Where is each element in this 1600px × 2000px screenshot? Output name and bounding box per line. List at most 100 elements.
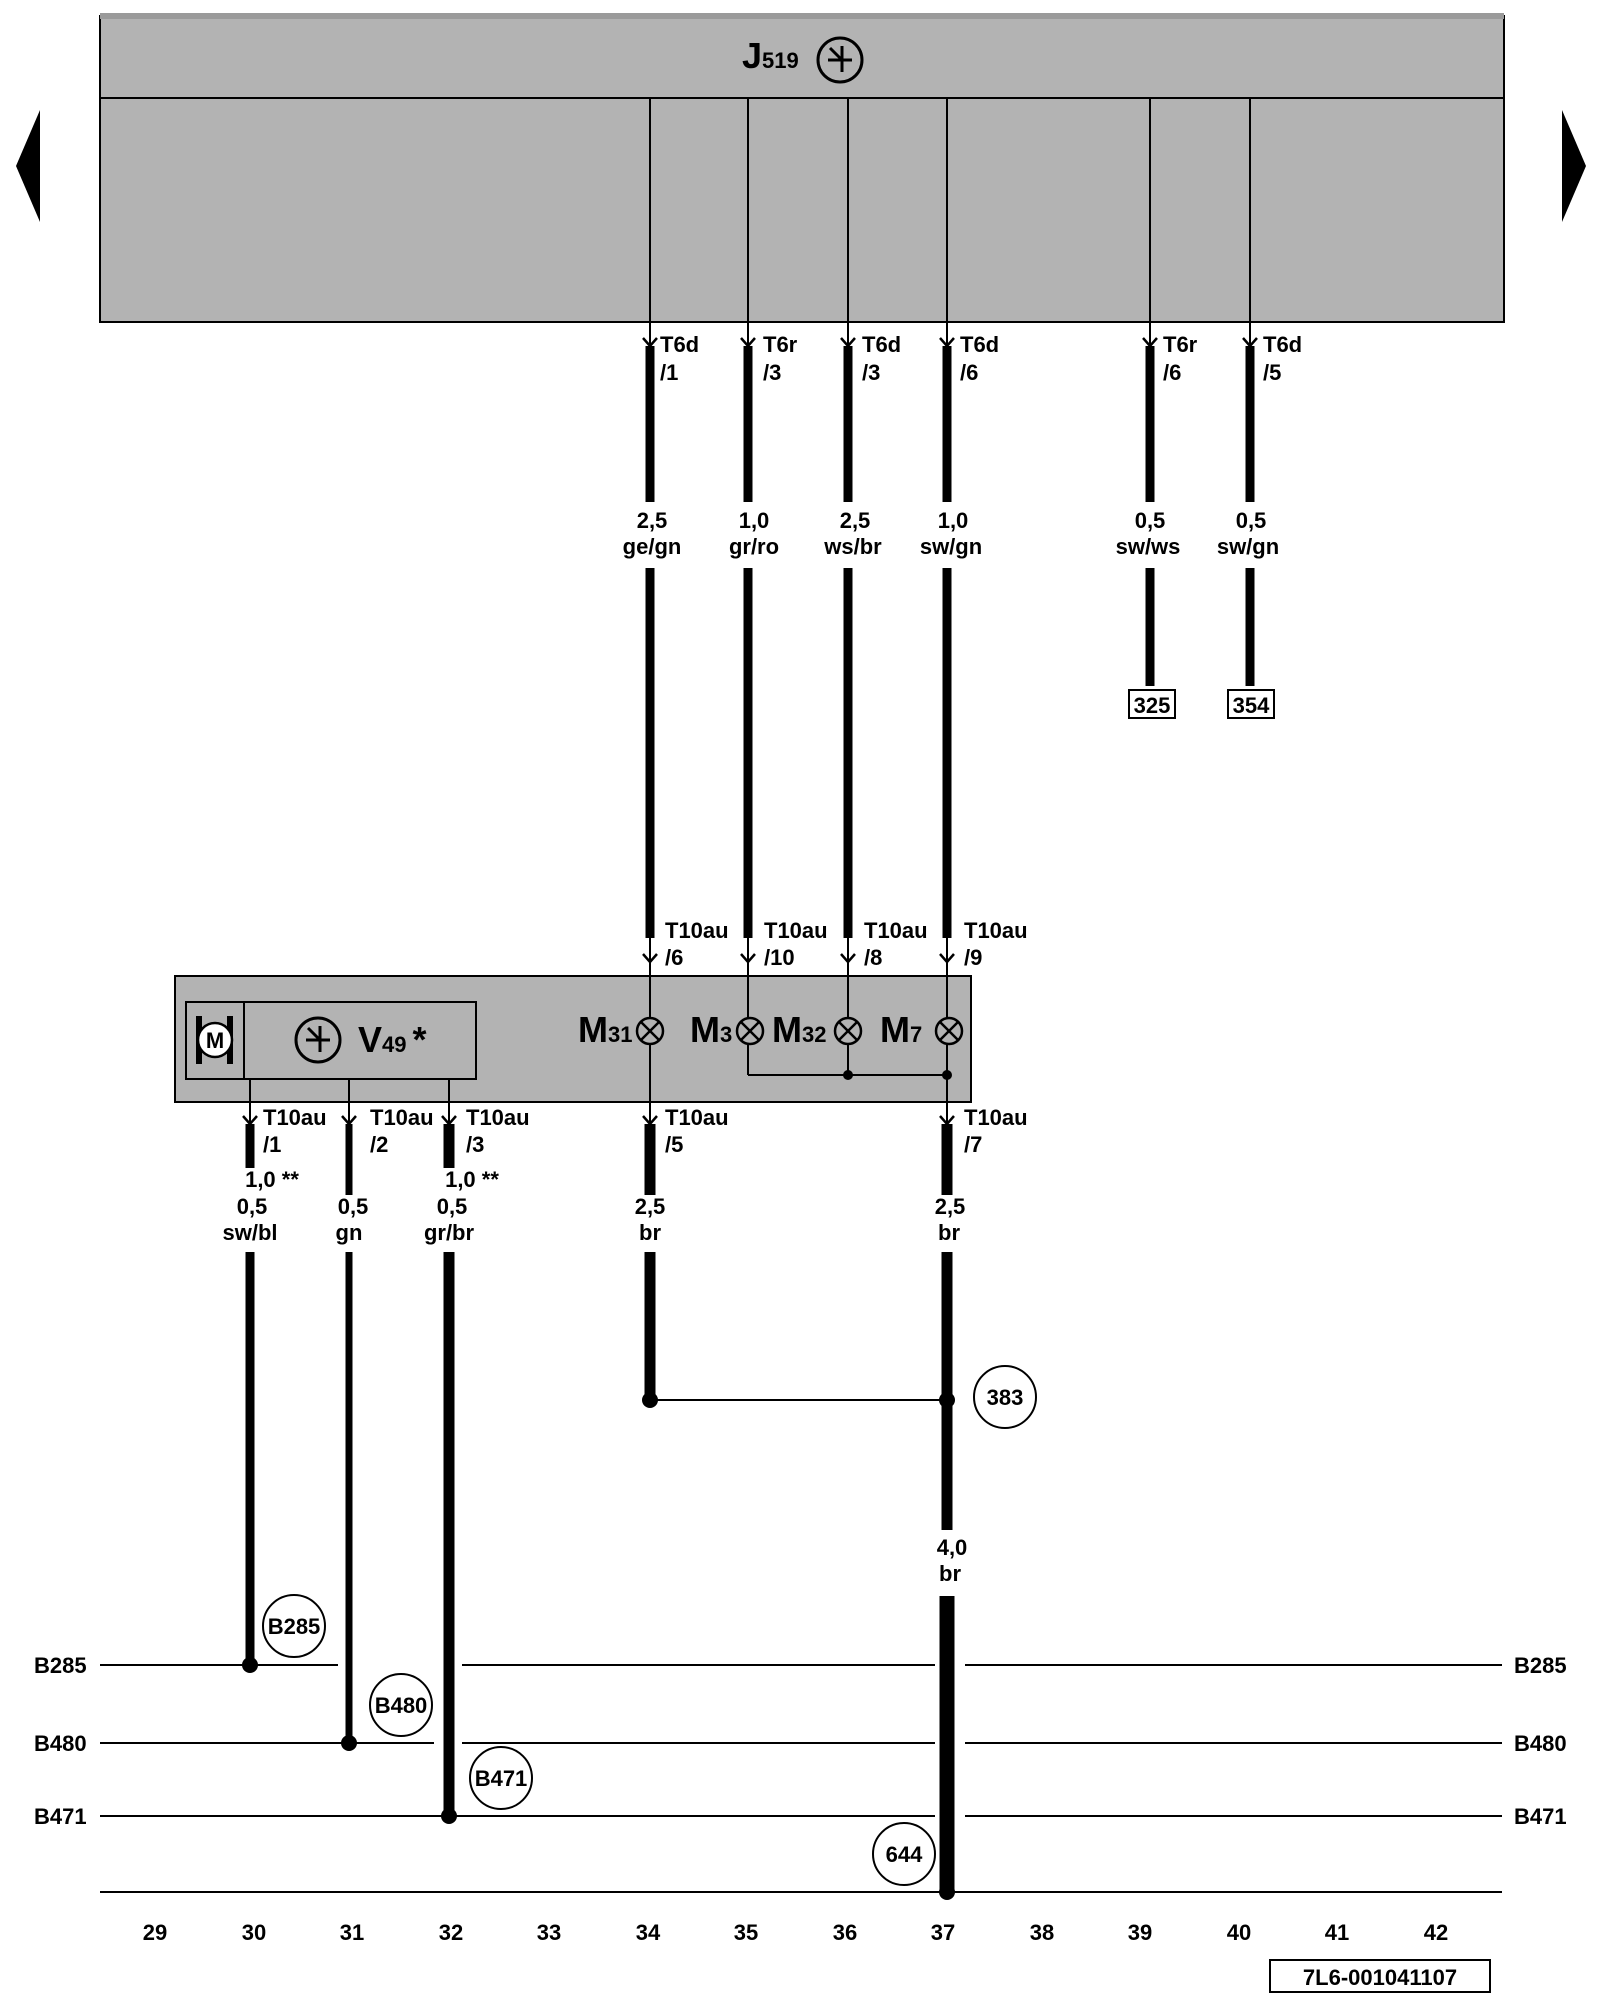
- top-wires: [645, 346, 1255, 938]
- wire-color: br: [639, 1220, 661, 1245]
- bus-lines: [100, 1664, 1502, 1893]
- wire-color: gr/ro: [729, 534, 779, 559]
- column-number: 31: [340, 1920, 364, 1945]
- mid-pin-labels: T10au /6 T10au /10 T10au /8 T10au /9: [665, 918, 1028, 970]
- svg-text:V49*: V49*: [358, 1019, 427, 1060]
- bus-label-right: B480: [1514, 1731, 1567, 1756]
- document-id: 7L6-001041107: [1303, 1965, 1457, 1990]
- bulb-sub: 32: [802, 1022, 826, 1047]
- top-wire-labels: 2,5 ge/gn 1,0 gr/ro 2,5 ws/br 1,0 sw/gn …: [623, 508, 1280, 559]
- wire-size: 2,5: [635, 1194, 666, 1219]
- column-number: 32: [439, 1920, 463, 1945]
- pin-num: /6: [1163, 360, 1181, 385]
- pin-conn: T10au: [466, 1105, 530, 1130]
- bottom-wire-labels: 1,0 ** 0,5 sw/bl 0,5 gn 1,0 ** 0,5 gr/br…: [222, 1167, 967, 1586]
- wire-size: 2,5: [637, 508, 668, 533]
- svg-text:J519: J519: [742, 35, 799, 76]
- wire-color: ws/br: [823, 534, 882, 559]
- pin-num: /7: [964, 1132, 982, 1157]
- connection-point-b480[interactable]: B480: [369, 1673, 433, 1737]
- wire-size: 2,5: [935, 1194, 966, 1219]
- top-pin-labels: T6d /1 T6r /3 T6d /3 T6d /6 T6r /6 T6d /…: [660, 332, 1302, 385]
- ref-label: 325: [1134, 693, 1171, 718]
- ground-wire-size: 4,0: [937, 1535, 968, 1560]
- pin-num: /5: [665, 1132, 683, 1157]
- column-number: 42: [1424, 1920, 1448, 1945]
- connection-point-b471[interactable]: B471: [469, 1746, 533, 1810]
- wire-size: 0,5: [437, 1194, 468, 1219]
- wire-color: br: [938, 1220, 960, 1245]
- document-id-box: 7L6-001041107: [1269, 1959, 1491, 1993]
- bus-label-left: B285: [34, 1653, 87, 1678]
- pin-conn: T10au: [665, 1105, 729, 1130]
- column-number: 41: [1325, 1920, 1349, 1945]
- ref-box-325[interactable]: 325: [1128, 689, 1176, 719]
- bulb-icon: [735, 1016, 765, 1046]
- column-number: 34: [636, 1920, 661, 1945]
- motor-suffix: *: [413, 1019, 427, 1060]
- point-label: B480: [375, 1693, 428, 1718]
- bus-label-right: B285: [1514, 1653, 1567, 1678]
- connection-point-383[interactable]: 383: [973, 1365, 1037, 1429]
- next-page-arrow-icon[interactable]: [1562, 110, 1586, 222]
- column-number: 29: [143, 1920, 167, 1945]
- wire-color: gn: [336, 1220, 363, 1245]
- connection-point-b285[interactable]: B285: [262, 1594, 326, 1658]
- pin-conn: T6d: [960, 332, 999, 357]
- svg-text:M7: M7: [880, 1009, 922, 1050]
- ref-box-354[interactable]: 354: [1227, 689, 1275, 719]
- motor-icon: M: [196, 1016, 234, 1064]
- wire-size: 0,5: [338, 1194, 369, 1219]
- bus-label-left: B471: [34, 1804, 87, 1829]
- electronic-component-icon: [294, 1016, 342, 1064]
- pin-num: /3: [862, 360, 880, 385]
- connection-point-644[interactable]: 644: [872, 1822, 936, 1886]
- wire-color: sw/ws: [1116, 534, 1181, 559]
- bus-label-left: B480: [34, 1731, 87, 1756]
- previous-page-arrow-icon[interactable]: [16, 110, 40, 222]
- control-unit-j519: J519: [99, 13, 1505, 323]
- bulb-icon: [934, 1016, 964, 1046]
- bottom-pin-labels: T10au /1 T10au /2 T10au /3 T10au /5 T10a…: [263, 1105, 1028, 1157]
- point-label: 644: [886, 1842, 923, 1867]
- column-number: 39: [1128, 1920, 1152, 1945]
- pin-conn: T6d: [862, 332, 901, 357]
- point-label: B471: [475, 1766, 528, 1791]
- wire-color: ge/gn: [623, 534, 682, 559]
- pin-num: /5: [1263, 360, 1281, 385]
- bulb-sub: 7: [910, 1022, 922, 1047]
- bus-label-right: B471: [1514, 1804, 1567, 1829]
- pin-num: /3: [466, 1132, 484, 1157]
- pin-num: /6: [665, 945, 683, 970]
- wire-alt-size: 1,0 **: [445, 1167, 499, 1192]
- wire-size: 0,5: [237, 1194, 268, 1219]
- pin-num: /1: [660, 360, 678, 385]
- wire-color: sw/gn: [920, 534, 982, 559]
- pin-num: /8: [864, 945, 882, 970]
- pin-conn: T6r: [763, 332, 798, 357]
- bulb-name: M: [578, 1009, 608, 1050]
- bulb-labels: M31 M3 M32 M7: [578, 1009, 922, 1050]
- wire-size: 0,5: [1236, 508, 1267, 533]
- pin-num: /3: [763, 360, 781, 385]
- column-number: 37: [931, 1920, 955, 1945]
- wire-color: sw/gn: [1217, 534, 1279, 559]
- pin-conn: T10au: [764, 918, 828, 943]
- wire-size: 1,0: [938, 508, 969, 533]
- pin-num: /1: [263, 1132, 281, 1157]
- pin-conn: T10au: [964, 1105, 1028, 1130]
- pin-num: /10: [764, 945, 795, 970]
- bottom-wires: [245, 1124, 955, 1892]
- top-pin-stubs: [649, 322, 1251, 346]
- pin-conn: T10au: [370, 1105, 434, 1130]
- motor-sub: 49: [382, 1032, 406, 1057]
- wire-size: 2,5: [840, 508, 871, 533]
- control-unit-name: J: [742, 35, 762, 76]
- point-label: 383: [987, 1385, 1024, 1410]
- column-number: 33: [537, 1920, 561, 1945]
- point-label: B285: [268, 1614, 321, 1639]
- pin-conn: T10au: [964, 918, 1028, 943]
- wire-size: 0,5: [1135, 508, 1166, 533]
- bulb-sub: 31: [608, 1022, 632, 1047]
- control-unit-sub: 519: [762, 48, 799, 73]
